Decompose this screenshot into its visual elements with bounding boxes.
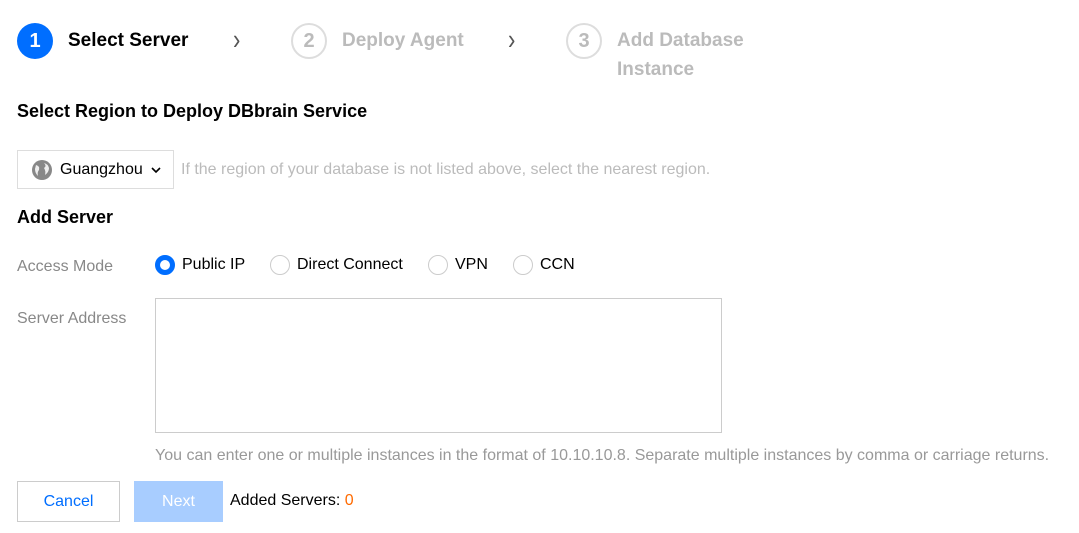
added-servers: Added Servers: 0 bbox=[230, 492, 354, 510]
step-3-title-line1: Add Database bbox=[617, 30, 744, 51]
next-button[interactable]: Next bbox=[134, 481, 223, 522]
region-hint: If the region of your database is not li… bbox=[181, 161, 711, 178]
radio-direct-connect[interactable]: Direct Connect bbox=[270, 255, 403, 275]
step-3-title-line2: Instance bbox=[617, 59, 695, 80]
step-1-title: Select Server bbox=[68, 30, 189, 51]
radio-public-ip[interactable]: Public IP bbox=[155, 255, 245, 275]
chevron-right-icon: › bbox=[508, 23, 516, 56]
added-servers-count: 0 bbox=[344, 492, 354, 509]
region-select[interactable]: Guangzhou bbox=[17, 150, 174, 189]
radio-icon bbox=[428, 255, 448, 275]
step-3-number: 3 bbox=[566, 23, 602, 59]
added-servers-label: Added Servers: bbox=[230, 492, 341, 509]
chevron-right-icon: › bbox=[233, 23, 241, 56]
step-2-title: Deploy Agent bbox=[342, 30, 464, 51]
radio-label: VPN bbox=[455, 256, 488, 273]
step-1-number: 1 bbox=[17, 23, 53, 59]
radio-ccn[interactable]: CCN bbox=[513, 255, 575, 275]
cancel-button[interactable]: Cancel bbox=[17, 481, 120, 522]
globe-icon bbox=[32, 159, 52, 180]
region-heading: Select Region to Deploy DBbrain Service bbox=[17, 101, 368, 121]
access-mode-label: Access Mode bbox=[17, 258, 114, 275]
region-selected: Guangzhou bbox=[60, 160, 143, 178]
radio-label: Direct Connect bbox=[297, 256, 403, 273]
server-address-label: Server Address bbox=[17, 310, 127, 327]
chevron-down-icon bbox=[151, 166, 161, 173]
radio-icon bbox=[513, 255, 533, 275]
radio-label: Public IP bbox=[182, 256, 246, 273]
server-address-input[interactable] bbox=[155, 298, 722, 433]
radio-icon bbox=[270, 255, 290, 275]
radio-vpn[interactable]: VPN bbox=[428, 255, 488, 275]
server-heading: Add Server bbox=[17, 207, 114, 227]
radio-selected-icon bbox=[155, 255, 175, 275]
server-address-hint: You can enter one or multiple instances … bbox=[155, 447, 1050, 464]
step-2-number: 2 bbox=[291, 23, 327, 59]
radio-label: CCN bbox=[540, 256, 575, 273]
